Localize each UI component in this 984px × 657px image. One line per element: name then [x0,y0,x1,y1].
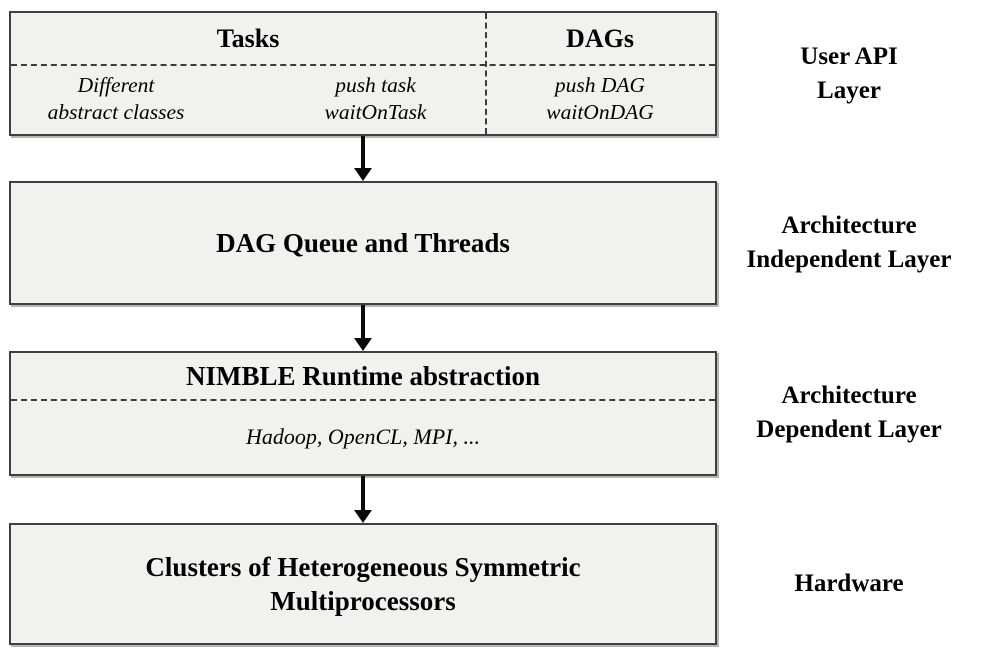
dags-api-calls-text: push DAG waitOnDAG [546,72,654,126]
nimble-runtime-title: NIMBLE Runtime abstraction [185,361,540,391]
line2: Multiprocessors [270,586,456,616]
tasks-dags-divider-line [485,13,487,134]
arrow-head [353,510,372,523]
tasks-abstract-classes-item: Different abstract classes [11,64,221,134]
tasks-header: Tasks [216,23,280,53]
arrow-stem [360,305,365,339]
line1: Clusters of Heterogeneous Symmetric [145,552,581,582]
line1: push DAG [554,73,646,97]
down-arrow-icon [353,136,372,181]
architecture-dependent-layer-box: NIMBLE Runtime abstraction Hadoop, OpenC… [9,351,717,476]
dag-queue-threads-title: DAG Queue and Threads [216,228,510,258]
hardware-layer-box: Clusters of Heterogeneous Symmetric Mult… [9,523,717,645]
dags-api-calls-item: push DAG waitOnDAG [485,64,715,134]
runtime-implementations: Hadoop, OpenCL, MPI, ... [245,423,481,449]
arrow-head [353,338,372,351]
line2: waitOnTask [324,100,427,124]
dags-header: DAGs [566,23,634,53]
line2: Independent Layer [746,246,952,273]
header-content-divider-line [11,64,715,66]
line2: abstract classes [47,100,185,124]
line2: Layer [817,77,881,104]
line1: Different [77,73,155,97]
down-arrow-icon [353,476,372,523]
clusters-title: Clusters of Heterogeneous Symmetric Mult… [145,550,580,618]
user-api-layer-box: Tasks DAGs Different abstract classes pus… [9,11,717,136]
arrow-stem [360,136,365,169]
label-text: User API Layer [800,40,897,108]
tasks-api-calls-text: push task waitOnTask [325,72,427,126]
arrow-head [353,168,372,181]
architecture-independent-layer-box: DAG Queue and Threads [9,181,717,305]
line1: Architecture [781,382,917,409]
line2: waitOnDAG [546,100,654,124]
line1: User API [800,43,898,70]
down-arrow-icon [353,305,372,351]
line1: push task [335,73,416,97]
hardware-layer-label: Hardware [794,570,904,597]
user-api-layer-label: User API Layer [718,26,980,122]
line2: Dependent Layer [756,416,942,443]
tasks-api-calls-item: push task waitOnTask [266,64,485,134]
tasks-abstract-classes-text: Different abstract classes [48,72,185,126]
runtime-impl-divider-line [11,399,715,401]
line1: Architecture [781,212,917,239]
arrow-stem [360,476,365,511]
